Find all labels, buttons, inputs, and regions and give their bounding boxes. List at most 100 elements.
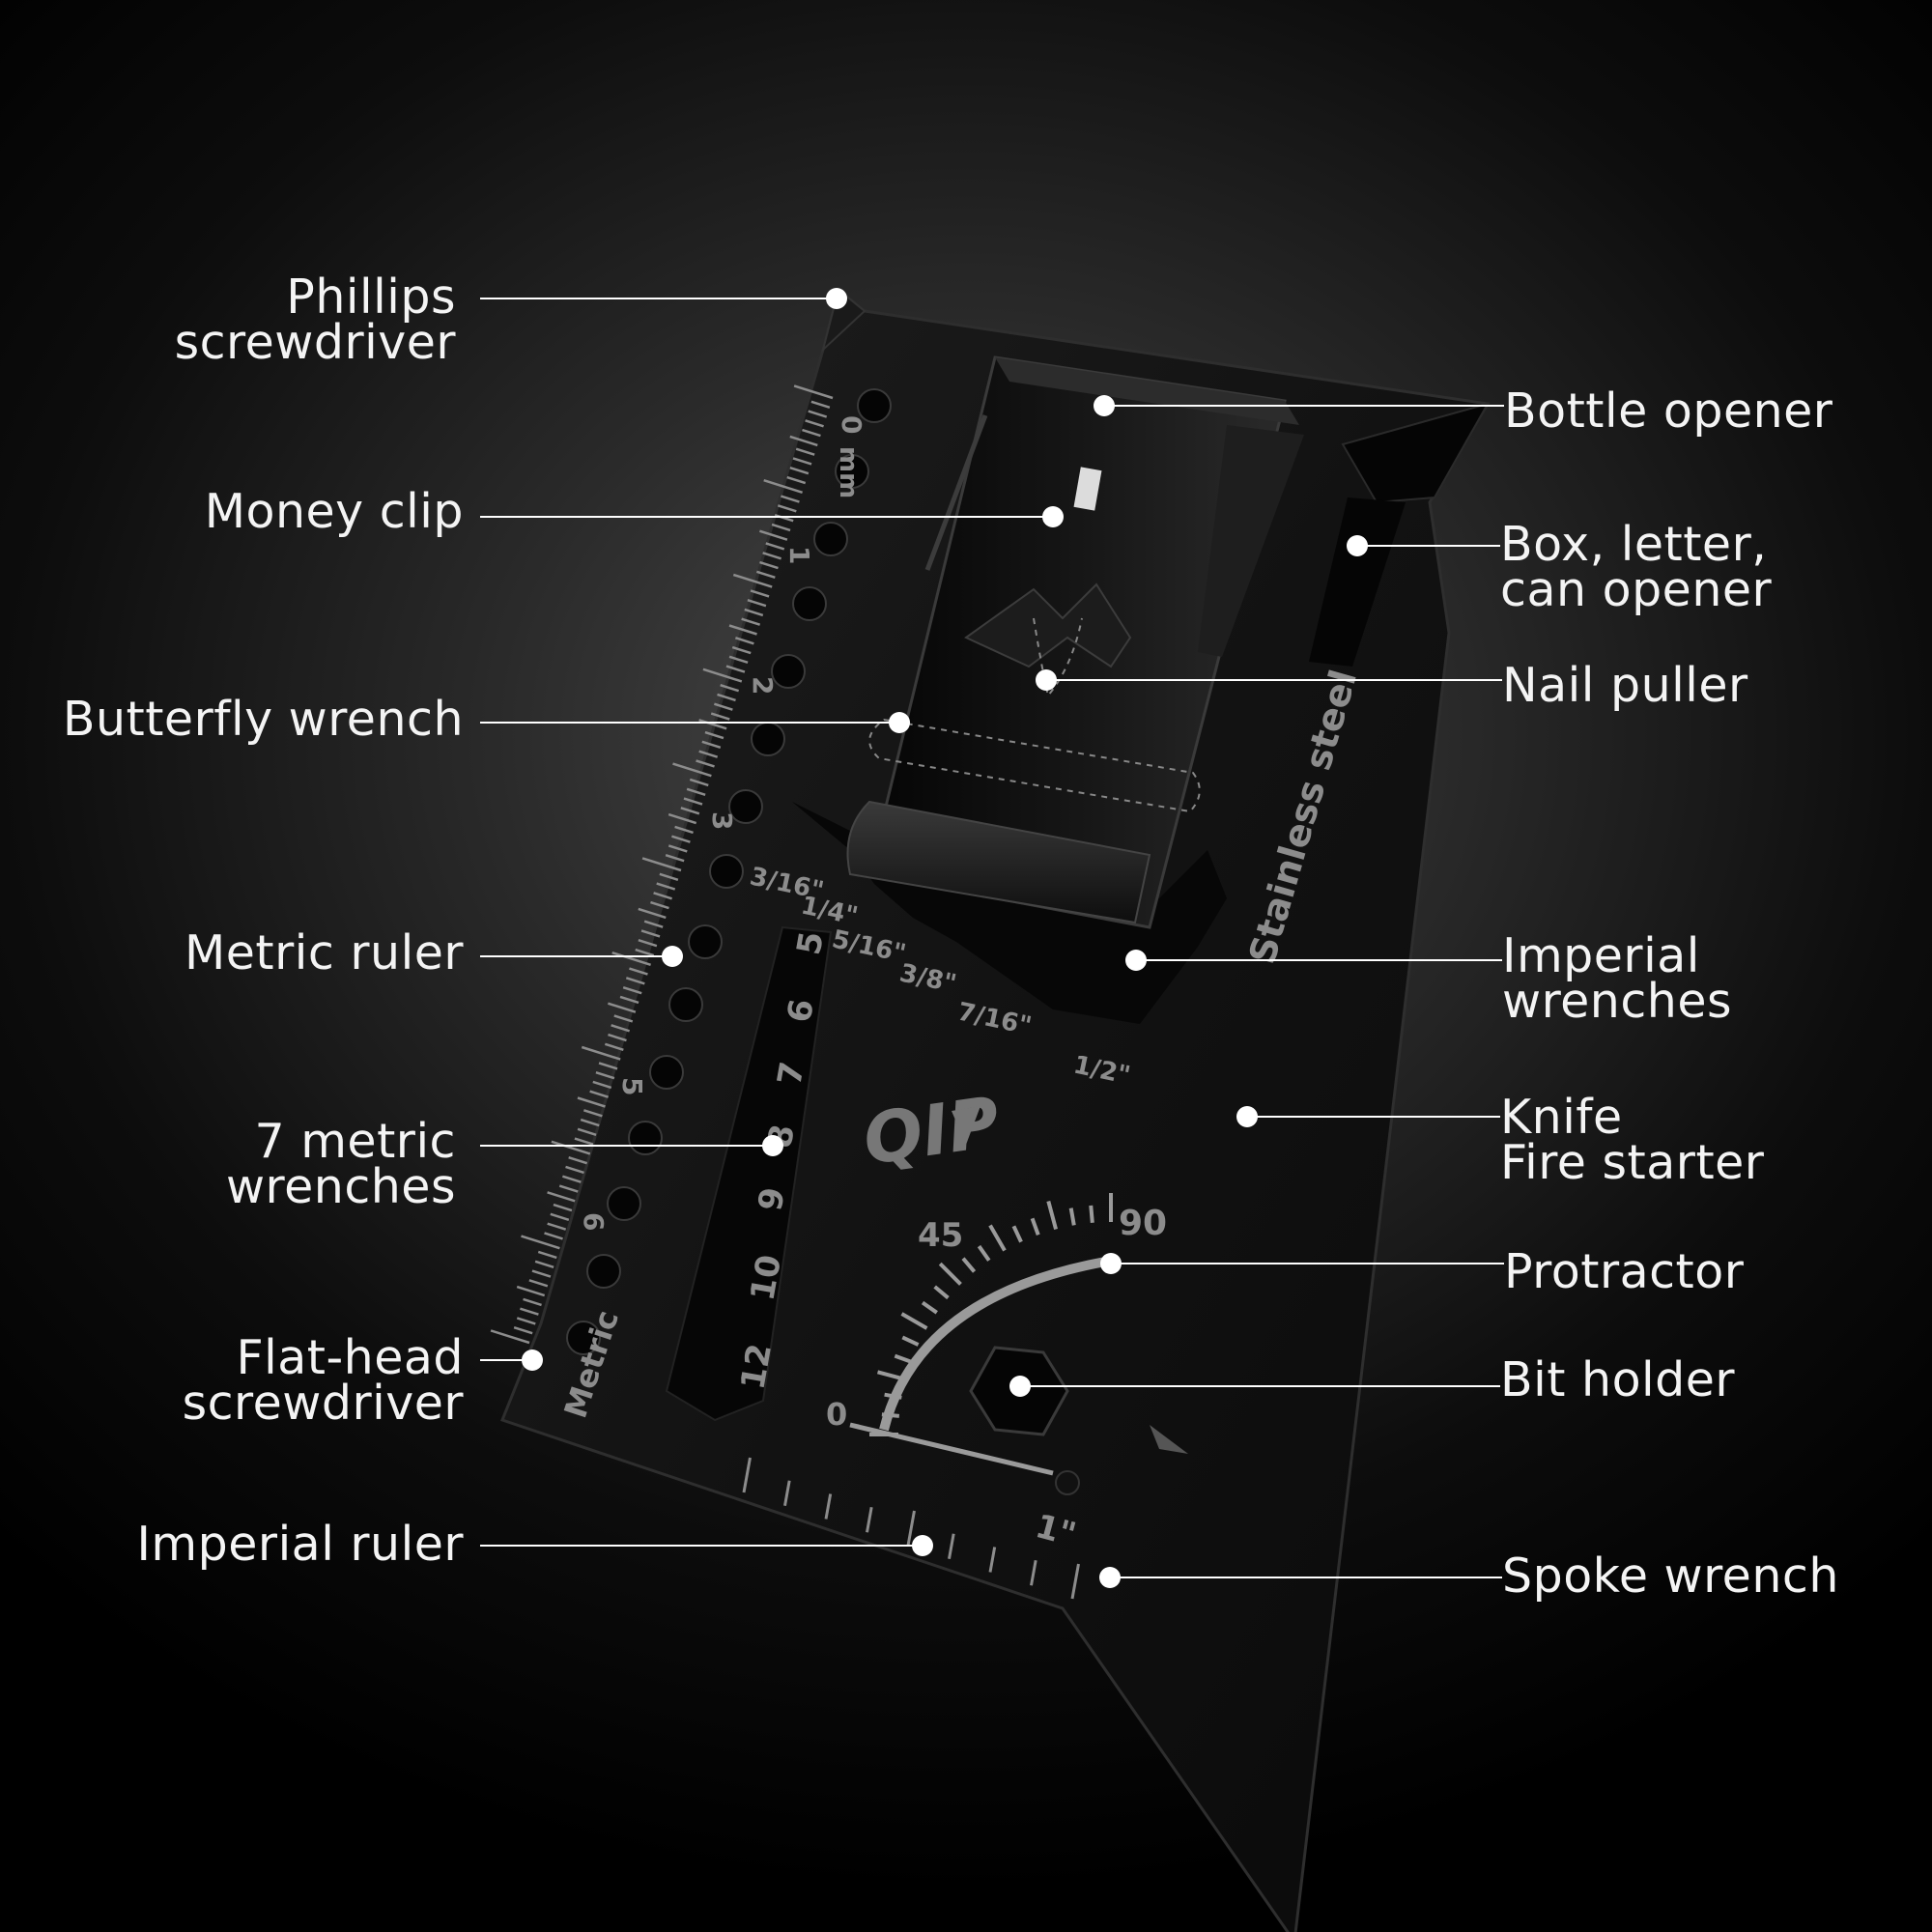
metric-tick bbox=[516, 1285, 546, 1297]
leader-dot-spoke-wrench bbox=[1099, 1567, 1121, 1588]
metric-tick bbox=[792, 457, 812, 466]
metric-tick bbox=[698, 719, 727, 730]
ruler-hole bbox=[728, 789, 763, 824]
metric-tick bbox=[551, 1140, 591, 1155]
metric-number-0: 0 bbox=[836, 415, 867, 434]
imperial-tick bbox=[742, 1457, 752, 1493]
metric-tick bbox=[781, 495, 800, 503]
callout-text-line: screwdriver bbox=[174, 315, 456, 370]
metric-tick bbox=[641, 857, 682, 872]
callout-text-line: Money clip bbox=[204, 484, 464, 539]
ruler-hole bbox=[566, 1321, 601, 1355]
metric-wrench-size-12: 12 bbox=[733, 1341, 780, 1393]
metric-tick bbox=[629, 967, 648, 976]
protractor-tick bbox=[894, 1353, 912, 1364]
leader-lines bbox=[480, 288, 1504, 1588]
callout-text-line: Phillips bbox=[286, 270, 456, 325]
metric-tick bbox=[528, 1279, 549, 1288]
protractor-tick bbox=[900, 1312, 928, 1330]
protractor-tick bbox=[977, 1244, 991, 1262]
callout-text-line: Imperial bbox=[1502, 928, 1700, 983]
money-clip bbox=[846, 355, 1304, 929]
metric-tick bbox=[589, 1090, 610, 1098]
metric-tick bbox=[665, 854, 685, 863]
metric-tick bbox=[640, 929, 661, 938]
metric-tick bbox=[490, 1329, 530, 1345]
ruler-hole bbox=[668, 987, 703, 1022]
metric-tick bbox=[731, 645, 752, 655]
callout-metric-ruler: Metric ruler bbox=[185, 929, 464, 977]
protractor-tick bbox=[1011, 1225, 1023, 1243]
callout-text-line: Knife bbox=[1500, 1090, 1623, 1145]
metric-tick bbox=[805, 419, 824, 428]
leader-dot-bottle-opener bbox=[1094, 395, 1115, 416]
protractor-tick bbox=[1089, 1205, 1094, 1224]
metric-tick bbox=[531, 1269, 552, 1278]
metric-tick bbox=[638, 907, 667, 920]
imperial-tick bbox=[906, 1510, 916, 1547]
metric-tick bbox=[659, 872, 679, 881]
protractor-tick bbox=[921, 1300, 938, 1315]
metric-tick bbox=[595, 1070, 615, 1080]
metric-number-2: 2 bbox=[747, 676, 779, 695]
callout-protractor: Protractor bbox=[1504, 1248, 1744, 1295]
callout-text-line: Box, letter, bbox=[1500, 517, 1768, 572]
callout-text-line: Spoke wrench bbox=[1502, 1548, 1839, 1604]
leader-dot-flat-head-screwdriver bbox=[522, 1350, 543, 1371]
metric-tick bbox=[671, 835, 691, 843]
imperial-tick bbox=[866, 1506, 873, 1533]
ruler-hole bbox=[709, 854, 744, 889]
callout-text-line: Flat-head bbox=[236, 1330, 464, 1385]
imperial-tick bbox=[1030, 1559, 1037, 1586]
protractor bbox=[849, 1193, 1113, 1476]
leader-dot-nail-puller bbox=[1036, 669, 1057, 691]
ruler-hole bbox=[771, 654, 806, 689]
callout-nail-puller: Nail puller bbox=[1502, 662, 1748, 709]
metric-tick bbox=[802, 428, 821, 438]
metric-tick bbox=[710, 712, 730, 721]
imperial-tick bbox=[948, 1533, 955, 1560]
callout-text-line: 7 metric bbox=[254, 1114, 456, 1169]
ruler-hole bbox=[688, 924, 723, 959]
callout-text-line: Butterfly wrench bbox=[62, 692, 464, 747]
leader-dot-imperial-wrenches bbox=[1125, 950, 1147, 971]
callout-text-line: screwdriver bbox=[182, 1376, 464, 1431]
metric-tick bbox=[611, 952, 651, 966]
protractor-tick bbox=[901, 1335, 920, 1347]
metric-tick bbox=[704, 730, 724, 740]
metric-tick bbox=[717, 693, 736, 702]
callout-knife-fire-starter: Knife Fire starter bbox=[1500, 1090, 1765, 1190]
metric-tick bbox=[720, 683, 740, 693]
ruler-hole bbox=[586, 1254, 621, 1289]
metric-tick bbox=[750, 589, 770, 598]
callout-imperial-wrenches: Imperial wrenches bbox=[1502, 928, 1732, 1025]
svg-text:QIP: QIP bbox=[859, 1081, 1005, 1180]
metric-tick bbox=[668, 844, 688, 853]
callout-box-letter-can-opener: Box, letter, can opener bbox=[1500, 517, 1772, 613]
protractor-tick bbox=[877, 1370, 907, 1381]
metric-tick bbox=[565, 1165, 584, 1175]
metric-tick bbox=[577, 1127, 597, 1137]
protractor-tick bbox=[1030, 1217, 1040, 1236]
metric-tick bbox=[668, 812, 697, 825]
metric-tick bbox=[725, 665, 746, 673]
metric-tick bbox=[568, 1155, 588, 1165]
metric-tick bbox=[577, 1096, 606, 1108]
metric-tick bbox=[702, 668, 743, 683]
ruler-hole bbox=[628, 1121, 663, 1155]
protractor-tick bbox=[961, 1257, 977, 1273]
callout-spoke-wrench: Spoke wrench bbox=[1502, 1548, 1839, 1604]
metric-number-1: 1 bbox=[783, 546, 815, 564]
metric-tick bbox=[759, 529, 788, 541]
metric-tick bbox=[622, 985, 642, 995]
metric-tick bbox=[656, 882, 676, 891]
protractor-tick bbox=[1046, 1201, 1058, 1231]
protractor-mark-90: 90 bbox=[1119, 1204, 1167, 1243]
callout-text-line: Fire starter bbox=[1500, 1135, 1765, 1190]
metric-tick bbox=[653, 892, 672, 900]
leader-dot-imperial-ruler bbox=[912, 1535, 933, 1556]
metric-tick bbox=[534, 1260, 554, 1268]
metric-tick bbox=[759, 560, 779, 570]
metric-tick bbox=[795, 447, 815, 456]
